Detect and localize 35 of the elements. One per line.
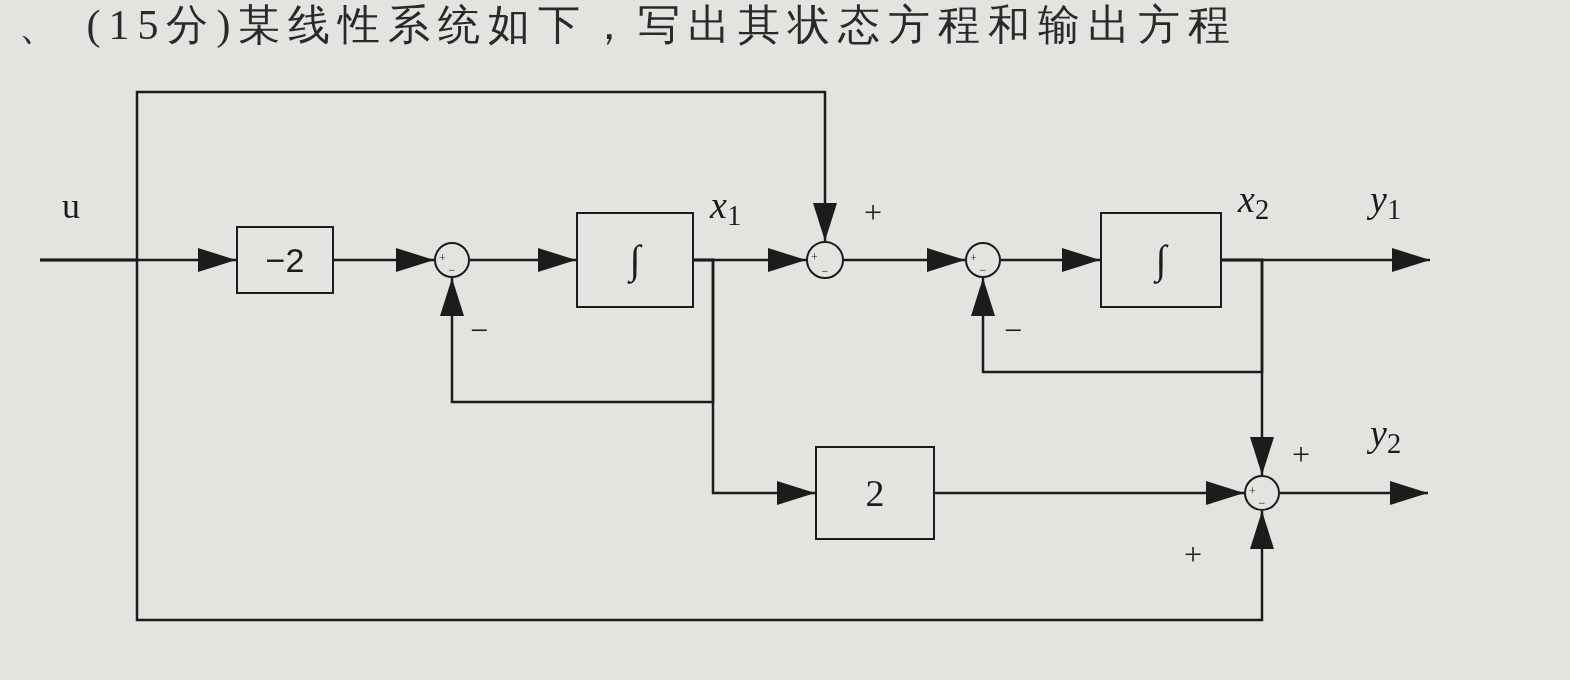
signal-name: u bbox=[62, 188, 80, 224]
sign-label: + bbox=[1184, 538, 1203, 570]
junction-sign: − bbox=[979, 263, 987, 277]
gain-value: 2 bbox=[865, 474, 885, 512]
summing-junction bbox=[965, 242, 1001, 278]
junction-sign: + bbox=[1249, 484, 1256, 498]
junction-sign: − bbox=[448, 263, 456, 277]
integrator-block bbox=[1100, 212, 1222, 308]
summing-junction bbox=[434, 242, 470, 278]
integrator-block bbox=[576, 212, 694, 308]
junction-sign: + bbox=[970, 251, 977, 265]
question-title: 、 (15分)某线性系统如下，写出其状态方程和输出方程 bbox=[18, 1, 1239, 49]
arrow bbox=[470, 248, 576, 272]
arrow bbox=[1001, 248, 1100, 272]
gain-block bbox=[236, 226, 334, 294]
arrow bbox=[1222, 258, 1274, 475]
gain-value: −2 bbox=[265, 243, 305, 277]
junction-sign: + bbox=[439, 251, 446, 265]
arrow bbox=[694, 258, 815, 505]
arrow bbox=[935, 481, 1244, 505]
junction-sign: + bbox=[811, 250, 818, 264]
summing-junction bbox=[806, 241, 844, 279]
signal-name: x$_{1}$ bbox=[710, 186, 742, 224]
junction-sign: − bbox=[821, 264, 829, 278]
sign-label: + bbox=[864, 196, 883, 228]
junction-sign: − bbox=[1258, 496, 1266, 510]
arrow bbox=[844, 248, 965, 272]
sign-label: − bbox=[470, 314, 489, 346]
sign-label: − bbox=[1004, 314, 1023, 346]
arrow bbox=[334, 248, 434, 272]
arrow bbox=[1280, 481, 1428, 505]
signal-name: x$_{2}$ bbox=[1238, 180, 1270, 218]
summing-junction bbox=[1244, 475, 1280, 511]
sign-label: + bbox=[1292, 438, 1311, 470]
gain-block bbox=[815, 446, 935, 540]
